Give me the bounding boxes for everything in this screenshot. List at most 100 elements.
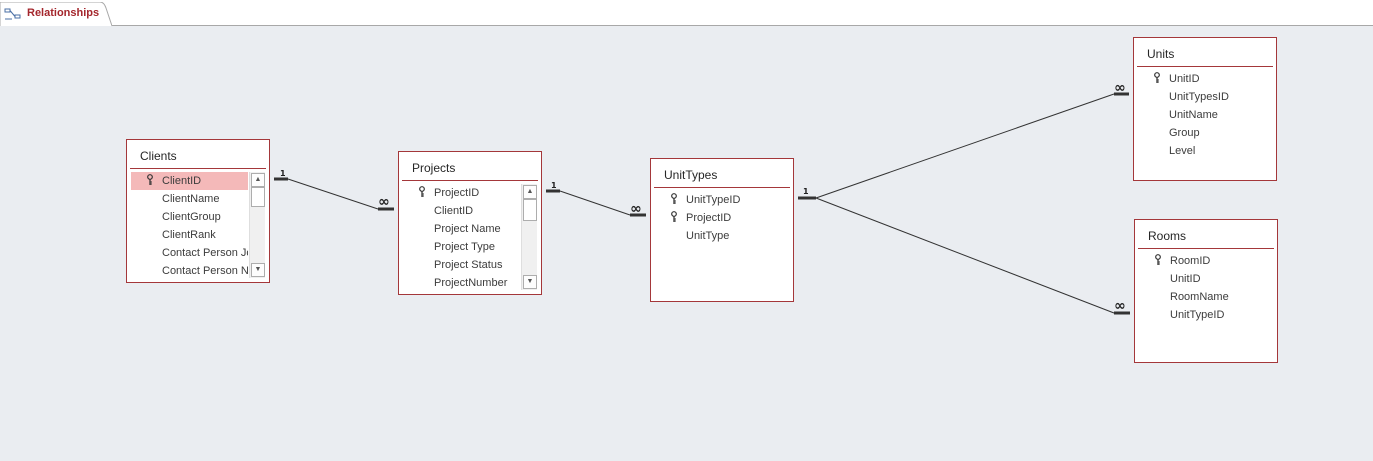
scroll-up-icon[interactable]: ▲	[523, 185, 537, 199]
relationship-unittypes-rooms[interactable]	[815, 197, 1130, 315]
field-row[interactable]: RoomID	[1139, 252, 1273, 270]
table-title: Rooms	[1148, 229, 1187, 243]
field-row[interactable]: ClientGroup	[131, 208, 248, 226]
field-row[interactable]: UnitTypeID	[655, 191, 789, 209]
table-unittypes[interactable]: UnitTypes UnitTypeID ProjectID UnitType	[650, 158, 794, 302]
scroll-down-icon[interactable]: ▼	[251, 263, 265, 277]
field-row[interactable]: Group	[1138, 124, 1272, 142]
field-name: ClientRank	[162, 229, 216, 241]
table-title: Units	[1147, 47, 1175, 61]
field-name: Level	[1169, 145, 1196, 157]
one-label-projects: 1	[551, 181, 557, 190]
relationship-lines	[274, 92, 1130, 315]
field-name: UnitID	[1170, 273, 1201, 285]
table-title: UnitTypes	[664, 168, 718, 182]
table-projects[interactable]: Projects ProjectID ClientID Project Name…	[398, 151, 542, 295]
field-row[interactable]: Level	[1138, 142, 1272, 160]
field-row[interactable]: UnitTypesID	[1138, 88, 1272, 106]
table-title: Clients	[140, 149, 177, 163]
title-divider	[654, 187, 790, 188]
tab-shape	[0, 2, 112, 27]
field-name: UnitTypeID	[1170, 309, 1225, 321]
field-name: Contact Person N	[162, 265, 248, 277]
field-name: Project Name	[434, 223, 501, 235]
primary-key-icon	[671, 193, 677, 204]
table-units[interactable]: Units UnitID UnitTypesID UnitName Group …	[1133, 37, 1277, 181]
field-row[interactable]: Contact Person Jo	[131, 244, 248, 262]
primary-key-icon	[419, 186, 425, 197]
vertical-scrollbar[interactable]: ▲ ▼	[521, 184, 537, 290]
field-name: ClientID	[162, 175, 202, 187]
table-title: Projects	[412, 161, 456, 175]
field-row[interactable]: ProjectNumber	[403, 274, 520, 290]
document-tab-strip: Relationships	[0, 0, 1373, 27]
tab-label: Relationships	[27, 7, 100, 19]
field-name: RoomID	[1170, 255, 1211, 267]
scroll-up-icon[interactable]: ▲	[251, 173, 265, 187]
table-rooms[interactable]: Rooms RoomID UnitID RoomName UnitTypeID	[1134, 219, 1278, 363]
relationship-projects-unittypes[interactable]	[546, 189, 646, 217]
title-divider	[130, 168, 266, 169]
relationships-canvas: 1 ∞ 1 ∞ 1 ∞ ∞ Clients ClientID ClientNam…	[0, 27, 1373, 461]
field-name: Group	[1169, 127, 1200, 139]
field-row[interactable]: UnitID	[1138, 70, 1272, 88]
primary-key-icon	[1155, 254, 1161, 265]
one-label-unittypes: 1	[803, 187, 809, 196]
field-row[interactable]: UnitTypeID	[1139, 306, 1273, 324]
many-label-projects: ∞	[378, 194, 390, 210]
field-row[interactable]: RoomName	[1139, 288, 1273, 306]
field-row[interactable]: ClientRank	[131, 226, 248, 244]
field-name: UnitName	[1169, 109, 1218, 121]
field-row[interactable]: ProjectID	[655, 209, 789, 227]
field-name: ProjectNumber	[434, 277, 508, 289]
relationship-unittypes-units[interactable]	[798, 92, 1129, 200]
one-label-clients: 1	[280, 169, 286, 178]
field-row[interactable]: UnitType	[655, 227, 789, 245]
relationships-icon	[4, 8, 21, 20]
relationship-clients-projects[interactable]	[274, 177, 394, 211]
field-list[interactable]: ProjectID ClientID Project Name Project …	[403, 184, 520, 290]
primary-key-icon	[671, 211, 677, 222]
field-row[interactable]: ClientID	[131, 172, 248, 190]
field-name: UnitType	[686, 230, 730, 242]
field-name: ClientGroup	[162, 211, 221, 223]
title-divider	[1138, 248, 1274, 249]
field-name: ProjectID	[434, 187, 480, 199]
field-name: ClientID	[434, 205, 474, 217]
field-row[interactable]: ClientID	[403, 202, 520, 220]
field-name: ProjectID	[686, 212, 732, 224]
field-list[interactable]: UnitTypeID ProjectID UnitType	[655, 191, 789, 297]
field-name: ClientName	[162, 193, 220, 205]
title-divider	[1137, 66, 1273, 67]
field-row[interactable]: ProjectID	[403, 184, 520, 202]
vertical-scrollbar[interactable]: ▲ ▼	[249, 172, 265, 278]
field-row[interactable]: ClientName	[131, 190, 248, 208]
scroll-thumb[interactable]	[251, 187, 265, 207]
field-name: UnitID	[1169, 73, 1200, 85]
field-row[interactable]: Project Status	[403, 256, 520, 274]
table-clients[interactable]: Clients ClientID ClientName ClientGroup …	[126, 139, 270, 283]
field-name: RoomName	[1170, 291, 1229, 303]
field-name: Project Type	[434, 241, 495, 253]
field-list[interactable]: ClientID ClientName ClientGroup ClientRa…	[131, 172, 248, 278]
field-row[interactable]: UnitName	[1138, 106, 1272, 124]
field-name: Contact Person Jo	[162, 247, 248, 259]
field-list[interactable]: UnitID UnitTypesID UnitName Group Level	[1138, 70, 1272, 176]
many-label-rooms: ∞	[1114, 298, 1126, 314]
field-name: UnitTypesID	[1169, 91, 1229, 103]
field-row[interactable]: Project Type	[403, 238, 520, 256]
field-name: UnitTypeID	[686, 194, 741, 206]
field-row[interactable]: Project Name	[403, 220, 520, 238]
scroll-down-icon[interactable]: ▼	[523, 275, 537, 289]
scroll-thumb[interactable]	[523, 199, 537, 221]
field-row[interactable]: Contact Person N	[131, 262, 248, 278]
tab-relationships[interactable]: Relationships	[0, 2, 112, 27]
field-row[interactable]: UnitID	[1139, 270, 1273, 288]
primary-key-icon	[147, 174, 153, 185]
title-divider	[402, 180, 538, 181]
many-label-units: ∞	[1114, 80, 1126, 96]
field-name: Project Status	[434, 259, 503, 271]
primary-key-icon	[1154, 72, 1160, 83]
field-list[interactable]: RoomID UnitID RoomName UnitTypeID	[1139, 252, 1273, 358]
many-label-unittypes: ∞	[630, 201, 642, 217]
